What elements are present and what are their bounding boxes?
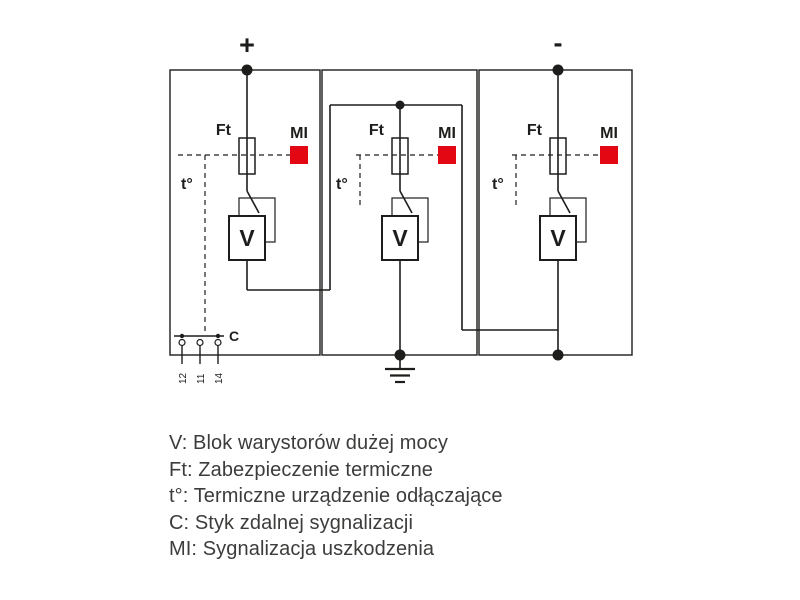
contact-terminal bbox=[214, 338, 222, 347]
thermal-device-label: t° bbox=[492, 176, 504, 193]
disconnect-blade bbox=[399, 190, 413, 214]
contact-terminal-label-11: 11 bbox=[196, 373, 207, 384]
contact-terminal-label-14: 14 bbox=[214, 372, 225, 384]
ft-label: Ft bbox=[369, 122, 385, 139]
minus-terminal-label: - bbox=[554, 28, 563, 58]
fuse-symbol bbox=[391, 137, 409, 175]
mi-indicator-square bbox=[600, 146, 618, 164]
varistor-label: V bbox=[550, 225, 566, 251]
contact-terminal bbox=[196, 338, 204, 347]
fuse-symbol bbox=[549, 137, 567, 175]
contact-point bbox=[179, 333, 185, 339]
mi-indicator-square bbox=[438, 146, 456, 164]
circuit-diagram: + - V Ft MI t° bbox=[169, 28, 633, 384]
contact-point bbox=[215, 333, 221, 339]
module-2: V Ft MI t° bbox=[329, 100, 463, 384]
legend-item-fault-indication: MI: Sygnalizacja uszkodzenia bbox=[169, 538, 435, 560]
mi-indicator-square bbox=[290, 146, 308, 164]
varistor-label: V bbox=[239, 225, 255, 251]
fuse-symbol bbox=[238, 137, 256, 175]
mi-label: MI bbox=[438, 125, 456, 142]
terminal-dot bbox=[241, 64, 253, 76]
disconnect-blade bbox=[246, 190, 260, 214]
terminal-dot bbox=[552, 349, 564, 361]
legend-item-thermal-fuse: Ft: Zabezpieczenie termiczne bbox=[169, 458, 434, 481]
legend-item-thermal-disconnect: t°: Termiczne urządzenie odłączające bbox=[169, 485, 503, 507]
contact-label: C bbox=[229, 328, 239, 344]
thermal-device-label: t° bbox=[336, 176, 348, 193]
contact-terminal bbox=[178, 338, 186, 347]
ft-label: Ft bbox=[527, 122, 543, 139]
varistor-box bbox=[539, 215, 577, 261]
mi-label: MI bbox=[290, 125, 308, 142]
legend-item-remote-contact: C: Styk zdalnej sygnalizacji bbox=[169, 511, 414, 534]
module-box-1 bbox=[169, 69, 321, 356]
ft-label: Ft bbox=[216, 122, 232, 139]
module-3: V Ft MI t° bbox=[462, 64, 618, 361]
varistor-label: V bbox=[392, 225, 408, 251]
varistor-box bbox=[228, 215, 266, 261]
disconnect-blade bbox=[557, 190, 571, 214]
module-box-3 bbox=[478, 69, 633, 356]
thermal-device-label: t° bbox=[181, 176, 193, 193]
legend: V: Blok warystorów dużej mocy Ft: Zabezp… bbox=[169, 430, 503, 563]
plus-terminal-label: + bbox=[239, 30, 255, 60]
ground-symbol bbox=[385, 355, 415, 384]
mi-label: MI bbox=[600, 125, 618, 142]
legend-item-varistor: V: Blok warystorów dużej mocy bbox=[169, 432, 448, 454]
varistor-box bbox=[381, 215, 419, 261]
contact-terminal-label-12: 12 bbox=[178, 372, 189, 384]
remote-signal-contact: C 12 11 14 bbox=[174, 328, 239, 384]
module-1: V Ft MI t° bbox=[178, 64, 330, 334]
terminal-dot bbox=[552, 64, 564, 76]
